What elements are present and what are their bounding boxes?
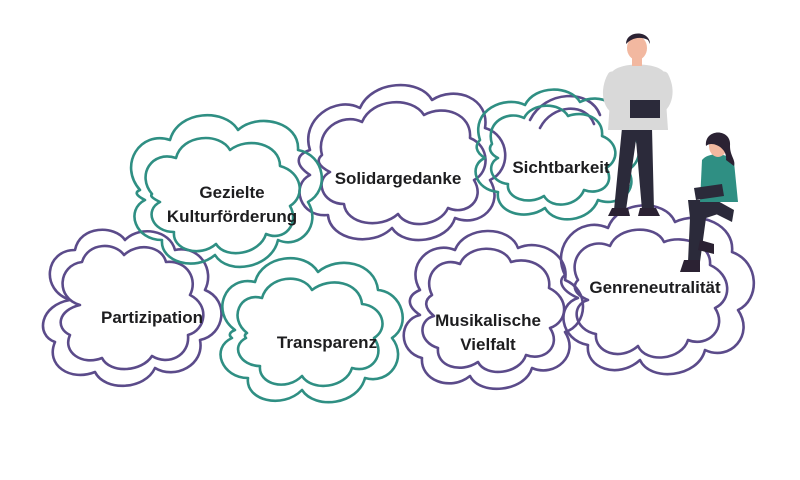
label-line: Sichtbarkeit <box>512 158 610 177</box>
person-sitting-icon <box>680 132 738 272</box>
label-line: Genreneutralität <box>589 278 721 297</box>
cloud-musikalische-vielfalt <box>402 229 585 391</box>
label-partizipation: Partizipation <box>101 306 203 330</box>
label-solidargedanke: Solidargedanke <box>335 167 462 191</box>
label-transparenz: Transparenz <box>277 331 377 355</box>
person-standing-icon <box>602 33 673 216</box>
cloud-transparenz <box>219 256 404 404</box>
cloud-genreneutralitaet <box>559 204 756 376</box>
label-sichtbarkeit: Sichtbarkeit <box>512 156 609 180</box>
cloud-partizipation <box>41 228 223 388</box>
cloud-solidargedanke <box>297 83 507 242</box>
cloud-gezielte-kulturfoerderung <box>129 113 324 269</box>
label-line: Vielfalt <box>460 335 516 354</box>
label-line: Kulturförderung <box>166 207 298 226</box>
label-genreneutralitaet: Genreneutralität <box>589 276 720 300</box>
label-line: Solidargedanke <box>334 169 462 188</box>
label-line: Partizipation <box>100 308 204 327</box>
label-line: Gezielte <box>199 183 265 202</box>
label-line: Musikalische <box>435 311 541 330</box>
label-line: Transparenz <box>276 333 378 352</box>
label-gezielte-kulturfoerderung: Gezielte Kulturförderung <box>167 181 297 229</box>
label-musikalische-vielfalt: Musikalische Vielfalt <box>435 309 541 357</box>
